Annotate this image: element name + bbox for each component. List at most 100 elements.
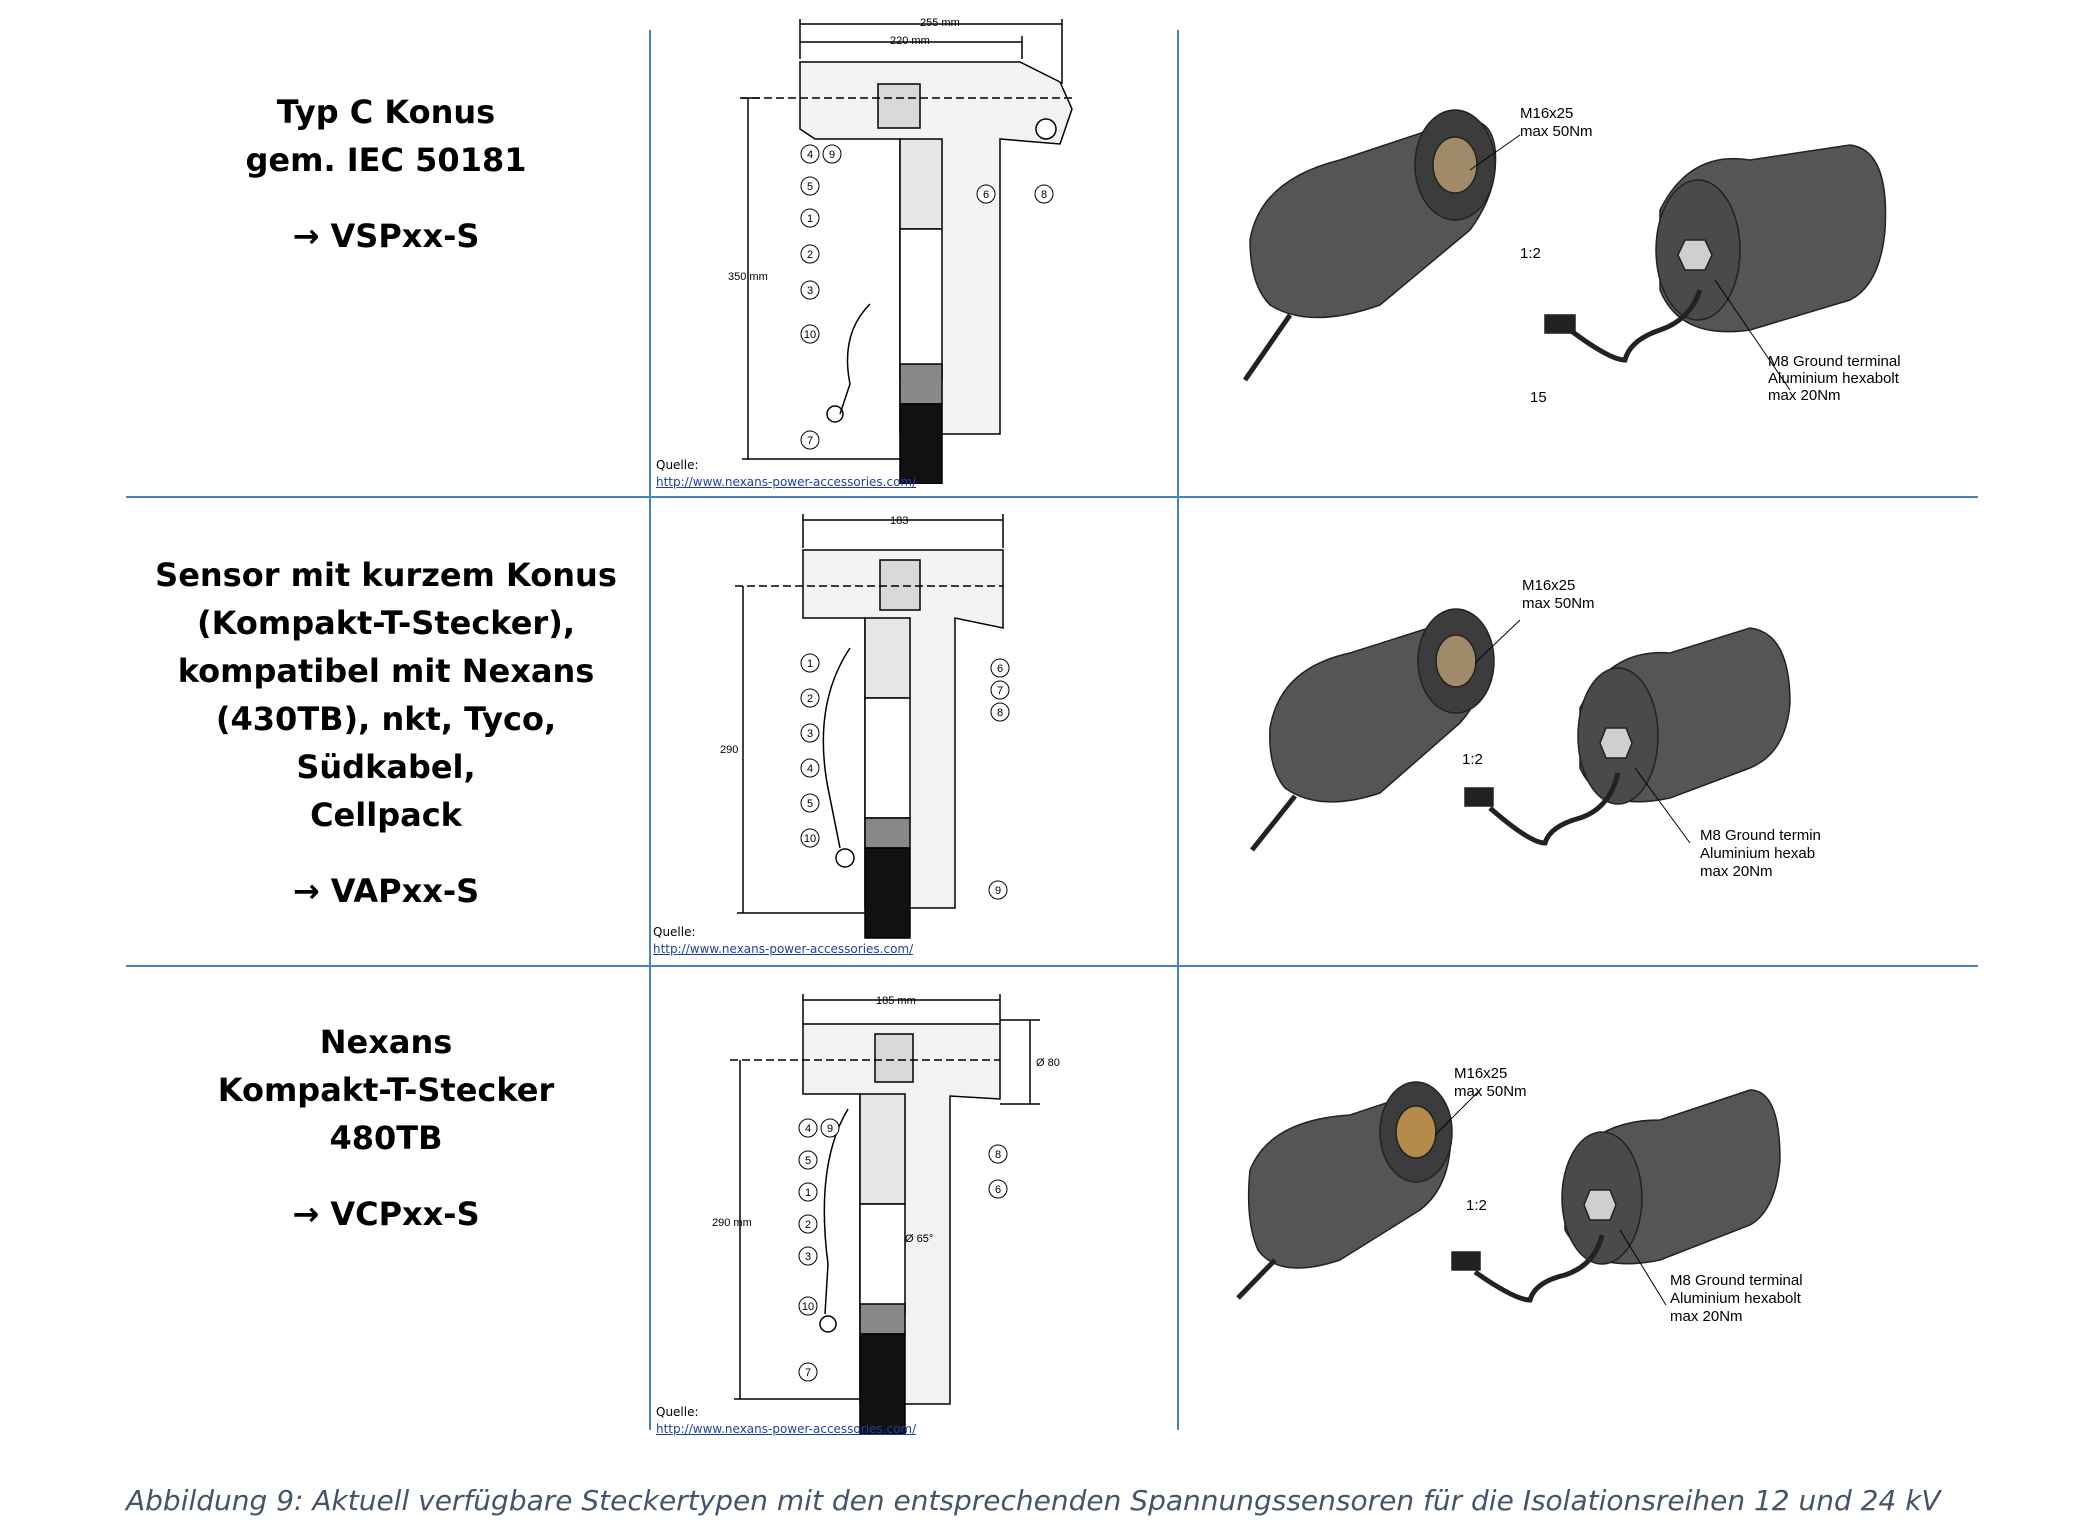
row-2-line-2: (Kompakt-T-Stecker),: [197, 604, 575, 642]
row-2-line-3: kompatibel mit Nexans: [177, 652, 595, 690]
row-1-sensor-image: M16x25 max 50Nm 1:2 15 M8 Ground termina…: [1242, 105, 1901, 406]
sensor-scale: 1:2: [1520, 245, 1541, 262]
sensor-ground-1: M8 Ground terminal: [1670, 1272, 1803, 1289]
row-3-label: Nexans Kompakt-T-Stecker 480TB → VCPxx-S: [126, 1018, 646, 1238]
row-1-dim-height: 350 mm: [728, 271, 768, 283]
callout: 6: [983, 189, 989, 201]
arrow-icon: →: [292, 872, 320, 910]
sensor-scale: 1:2: [1462, 751, 1483, 768]
callout: 1: [807, 213, 813, 225]
row-1-dim-outer: 255 mm: [920, 17, 960, 29]
source-link[interactable]: http://www.nexans-power-accessories.com/: [656, 1422, 917, 1436]
arrow-icon: →: [292, 1195, 320, 1233]
row-2-source: Quelle: http://www.nexans-power-accessor…: [653, 924, 913, 958]
row-2-line-4: (430TB), nkt, Tyco, Südkabel,: [215, 700, 557, 786]
sensor-torque: max 50Nm: [1520, 123, 1593, 140]
callout: 5: [805, 1155, 811, 1167]
callout: 5: [807, 181, 813, 193]
row-3-line-3: 480TB: [329, 1119, 443, 1157]
row-3-source: Quelle: http://www.nexans-power-accessor…: [656, 1404, 916, 1438]
sensor-thread: M16x25: [1522, 577, 1575, 594]
row-3-product: → VCPxx-S: [126, 1190, 646, 1238]
callout: 8: [995, 1149, 1001, 1161]
row-2-product: → VAPxx-S: [126, 867, 646, 915]
callout: 3: [807, 285, 813, 297]
row-1-source: Quelle: http://www.nexans-power-accessor…: [656, 457, 916, 491]
row-1-product: → VSPxx-S: [126, 212, 646, 260]
row-3-product-code: VCPxx-S: [330, 1195, 480, 1233]
source-label: Quelle:: [656, 458, 699, 472]
callout: 3: [805, 1251, 811, 1263]
callout: 8: [1041, 189, 1047, 201]
sensor-ground-2: Aluminium hexabolt: [1670, 1290, 1802, 1307]
row-2-line-5: Cellpack: [310, 796, 462, 834]
row-1-connector-drawing: 255 mm 220 mm 350 mm 4 9 5 1 2 3 10 7 6 …: [728, 17, 1073, 484]
table-divider-horizontal-1: [126, 496, 1978, 498]
row-1-label: Typ C Konus gem. IEC 50181 → VSPxx-S: [126, 88, 646, 260]
row-3-dim-height: 290 mm: [712, 1217, 752, 1229]
row-3-sensor-image: M16x25 max 50Nm 1:2 M8 Ground terminal A…: [1236, 1065, 1803, 1325]
source-label: Quelle:: [656, 1405, 699, 1419]
callout: 10: [804, 329, 816, 341]
callout: 9: [995, 885, 1001, 897]
callout: 2: [805, 1219, 811, 1231]
callout: 2: [807, 249, 813, 261]
source-label: Quelle:: [653, 925, 696, 939]
callout: 9: [827, 1123, 833, 1135]
callout: 4: [807, 149, 813, 161]
callout: 7: [805, 1367, 811, 1379]
source-link[interactable]: http://www.nexans-power-accessories.com/: [656, 475, 917, 489]
sensor-thread: M16x25: [1454, 1065, 1507, 1082]
callout: 5: [807, 798, 813, 810]
sensor-ground-1: M8 Ground terminal: [1768, 353, 1901, 370]
row-2-product-code: VAPxx-S: [330, 872, 480, 910]
sensor-ground-3: max 20Nm: [1700, 863, 1773, 880]
table-divider-horizontal-2: [126, 965, 1978, 967]
sensor-ground-3: max 20Nm: [1670, 1308, 1743, 1325]
row-3-line-1: Nexans: [319, 1023, 453, 1061]
row-2-label: Sensor mit kurzem Konus (Kompakt-T-Steck…: [126, 551, 646, 915]
sensor-torque: max 50Nm: [1454, 1083, 1527, 1100]
row-2-sensor-image: M16x25 max 50Nm 1:2 M8 Ground termin Alu…: [1250, 577, 1821, 880]
callout: 3: [807, 728, 813, 740]
row-1-dim-inner: 220 mm: [890, 35, 930, 47]
sensor-thread: M16x25: [1520, 105, 1573, 122]
row-3-dim-inner-dia: Ø 65°: [905, 1233, 933, 1245]
callout: 6: [995, 1184, 1001, 1196]
callout: 4: [807, 763, 813, 775]
callout: 7: [997, 685, 1003, 697]
sensor-ground-3: max 20Nm: [1768, 387, 1841, 404]
callout: 4: [805, 1123, 811, 1135]
callout: 1: [805, 1187, 811, 1199]
row-2-dim-outer: 183: [890, 515, 908, 527]
sensor-torque: max 50Nm: [1522, 595, 1595, 612]
arrow-icon: →: [292, 217, 320, 255]
source-link[interactable]: http://www.nexans-power-accessories.com/: [653, 942, 914, 956]
callout: 2: [807, 693, 813, 705]
sensor-ground-1: M8 Ground termin: [1700, 827, 1821, 844]
row-1-line-2: gem. IEC 50181: [245, 141, 527, 179]
callout: 10: [802, 1301, 814, 1313]
callout: 7: [807, 435, 813, 447]
table-divider-vertical-1: [649, 30, 651, 1430]
callout: 8: [997, 707, 1003, 719]
row-3-connector-drawing: 185 mm 290 mm Ø 80 Ø 65° 4 9 5 1 2 3 10 …: [712, 994, 1060, 1434]
figure-caption: Abbildung 9: Aktuell verfügbare Steckert…: [126, 1484, 1941, 1517]
row-3-dim-outer: 185 mm: [876, 995, 916, 1007]
row-1-product-code: VSPxx-S: [330, 217, 480, 255]
sensor-ground-2: Aluminium hexabolt: [1768, 370, 1900, 387]
callout: 1: [807, 658, 813, 670]
row-2-line-1: Sensor mit kurzem Konus: [155, 556, 617, 594]
row-2-connector-drawing: 183 290 1 2 3 4 5 10 6 7 8 9: [720, 514, 1010, 939]
callout: 9: [829, 149, 835, 161]
sensor-scale: 1:2: [1466, 1197, 1487, 1214]
sensor-extra: 15: [1530, 389, 1547, 406]
sensor-ground-2: Aluminium hexab: [1700, 845, 1815, 862]
callout: 10: [804, 833, 816, 845]
row-1-line-1: Typ C Konus: [276, 93, 496, 131]
row-3-line-2: Kompakt-T-Stecker: [217, 1071, 555, 1109]
table-divider-vertical-2: [1177, 30, 1179, 1430]
row-3-dim-dia: Ø 80: [1036, 1057, 1060, 1069]
callout: 6: [997, 663, 1003, 675]
